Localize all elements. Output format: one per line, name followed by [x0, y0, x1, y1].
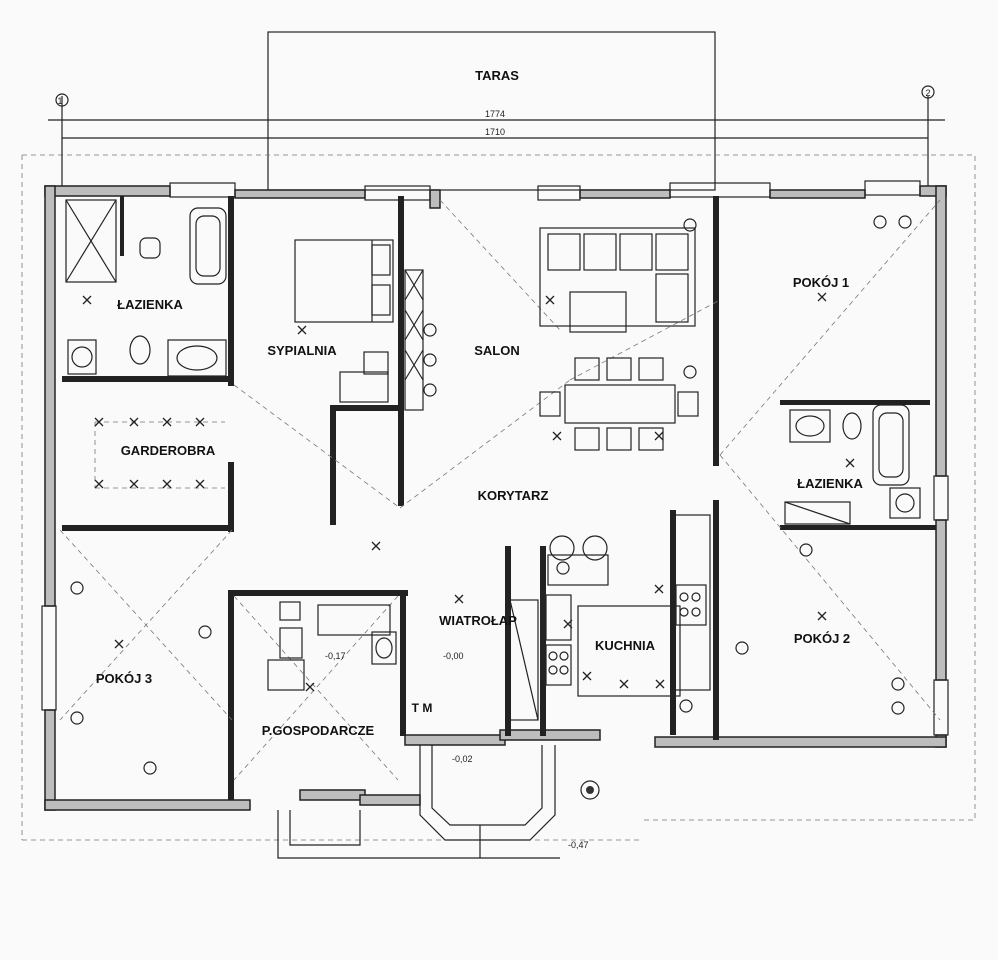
room-label-sypialnia: SYPIALNIA [267, 343, 337, 358]
room-label-korytarz: KORYTARZ [478, 488, 549, 503]
level-wiatrolap: -0,00 [443, 651, 464, 661]
room-label-taras: TARAS [475, 68, 519, 83]
terrace-outline [267, 31, 716, 191]
interior-walls [62, 196, 936, 800]
socket-symbols [70, 215, 912, 775]
entry-steps [277, 745, 600, 859]
room-label-kuchnia: KUCHNIA [595, 638, 656, 653]
room-label-pokoj3: POKÓJ 3 [96, 671, 152, 686]
room-label-lazienka-left: ŁAZIENKA [117, 297, 183, 312]
axis-left-label: 1 [57, 96, 62, 106]
kitchen-furniture [509, 514, 711, 721]
living-room-furniture [539, 227, 699, 451]
room-label-salon: SALON [474, 343, 520, 358]
bedroom-furniture [294, 239, 424, 411]
tm-label: T M [412, 701, 433, 715]
dimension-outer: 1774 [485, 109, 505, 119]
bathroom-left-fixtures [65, 199, 227, 377]
light-markers [82, 292, 855, 692]
level-stairs: -0,47 [568, 840, 589, 850]
level-gospodarcze: -0,17 [325, 651, 346, 661]
axis-right-label: 2 [925, 88, 930, 98]
roof-outline [22, 154, 976, 821]
room-label-garderobra: GARDEROBRA [121, 443, 216, 458]
room-label-pokoj2: POKÓJ 2 [794, 631, 850, 646]
bathroom-right-fixtures [784, 404, 921, 525]
room-label-lazienka-right: ŁAZIENKA [797, 476, 863, 491]
room-label-wiatrolap: WIATROŁAP [439, 613, 517, 628]
utility-room-fixtures [267, 601, 397, 691]
room-label-pokoj1: POKÓJ 1 [793, 275, 849, 290]
outer-walls [41, 180, 949, 811]
room-label-gospodarcze: P.GOSPODARCZE [262, 723, 375, 738]
dimension-lines [48, 85, 945, 190]
dimension-inner: 1710 [485, 127, 505, 137]
level-entry: -0,02 [452, 754, 473, 764]
